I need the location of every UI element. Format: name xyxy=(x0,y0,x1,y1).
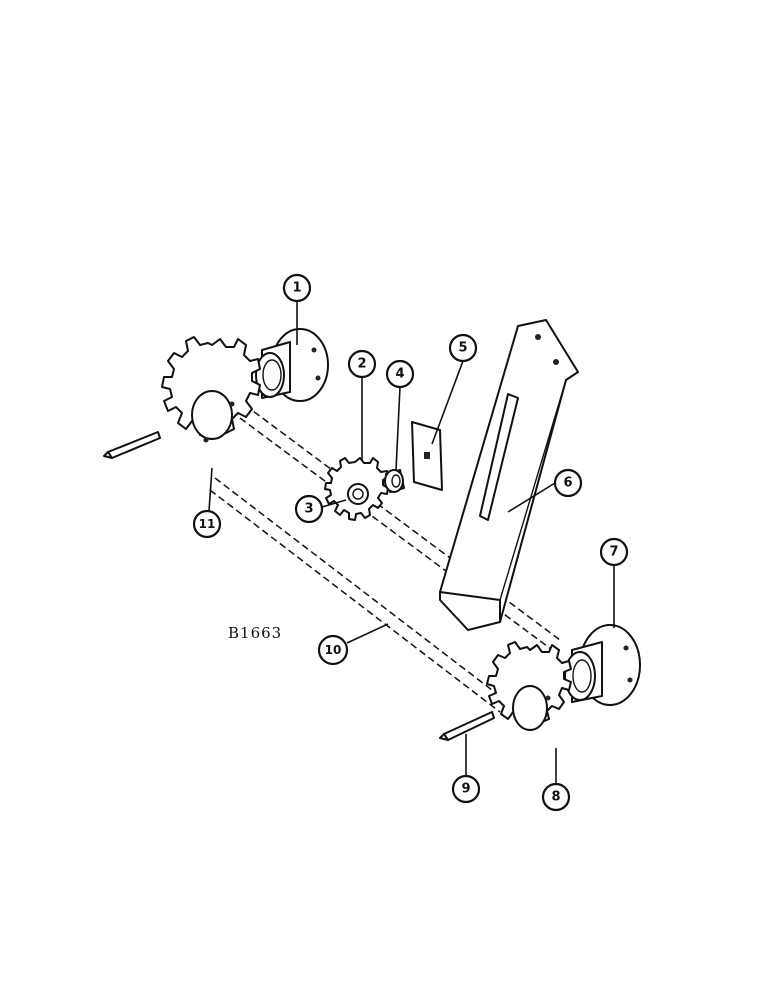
callout-9-number: 9 xyxy=(461,782,470,797)
leader-3 xyxy=(321,499,347,508)
drawing-id-label: B1663 xyxy=(228,624,282,642)
upper-key xyxy=(103,431,161,459)
drive-chain xyxy=(209,404,561,713)
leader-11 xyxy=(208,467,213,512)
lower-key xyxy=(439,711,495,741)
callout-7: 7 xyxy=(599,537,629,567)
idler-bracket xyxy=(439,319,579,631)
callout-9: 9 xyxy=(451,774,481,804)
leader-10 xyxy=(346,623,389,644)
callout-5: 5 xyxy=(448,333,478,363)
callout-6-number: 6 xyxy=(563,476,572,491)
callout-2: 2 xyxy=(347,349,377,379)
callout-5-number: 5 xyxy=(458,341,467,356)
callout-3-number: 3 xyxy=(304,502,313,517)
leader-6 xyxy=(507,482,556,513)
upper-sprocket xyxy=(161,336,261,443)
lower-sprocket xyxy=(486,641,572,731)
leader-4 xyxy=(395,386,401,471)
upper-bearing-flange xyxy=(255,328,329,402)
callout-10-number: 10 xyxy=(325,643,342,657)
callout-6: 6 xyxy=(553,468,583,498)
callout-7-number: 7 xyxy=(609,545,618,560)
spacer-bushing xyxy=(384,469,405,493)
leader-5 xyxy=(431,360,464,445)
callout-10: 10 xyxy=(317,634,349,666)
callout-1-number: 1 xyxy=(292,281,301,296)
callout-3: 3 xyxy=(294,494,324,524)
callout-2-number: 2 xyxy=(357,357,366,372)
callout-8: 8 xyxy=(541,782,571,812)
callout-4: 4 xyxy=(385,359,415,389)
leader-lines xyxy=(208,301,615,784)
lower-bearing-flange xyxy=(564,624,641,706)
callout-1: 1 xyxy=(282,273,312,303)
callout-11: 11 xyxy=(192,509,222,539)
square-washer xyxy=(411,421,443,491)
callout-11-number: 11 xyxy=(199,517,216,531)
idler-sprocket xyxy=(324,457,389,521)
callout-4-number: 4 xyxy=(395,367,404,382)
callout-8-number: 8 xyxy=(551,790,560,805)
